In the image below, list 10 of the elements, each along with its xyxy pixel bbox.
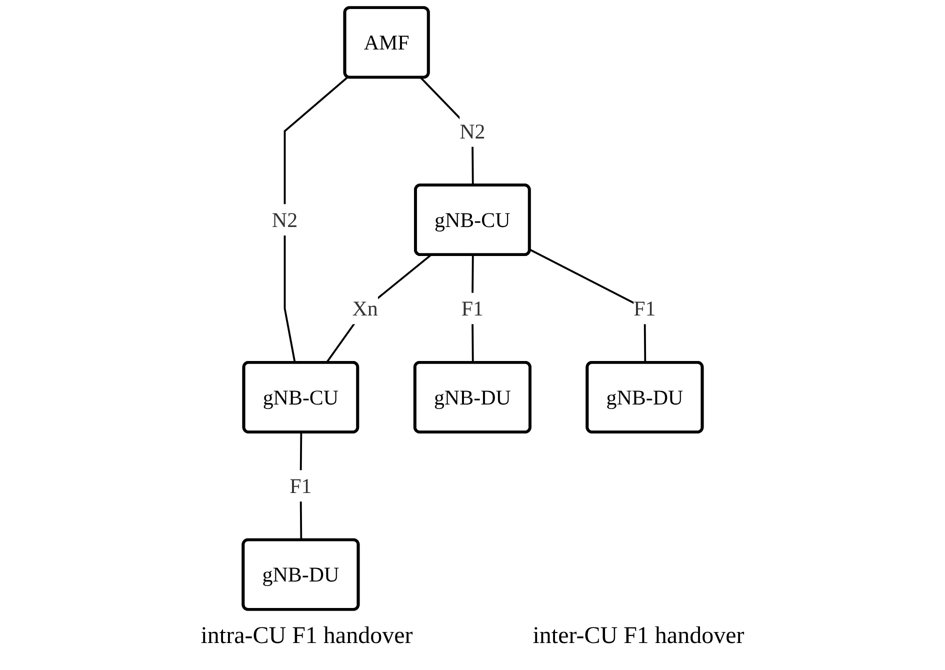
edge-label: N2 — [272, 208, 298, 232]
connector — [325, 254, 432, 364]
edge-label: F1 — [633, 296, 656, 320]
bracket-caption: inter-CU F1 handover — [532, 623, 744, 650]
connector — [284, 76, 348, 364]
edge-label: Xn — [352, 296, 378, 320]
edge-label: N2 — [459, 119, 486, 144]
edge-label: F1 — [289, 474, 312, 498]
bracket-caption: intra-CU F1 handover — [200, 623, 413, 650]
edge-label: F1 — [461, 296, 484, 320]
